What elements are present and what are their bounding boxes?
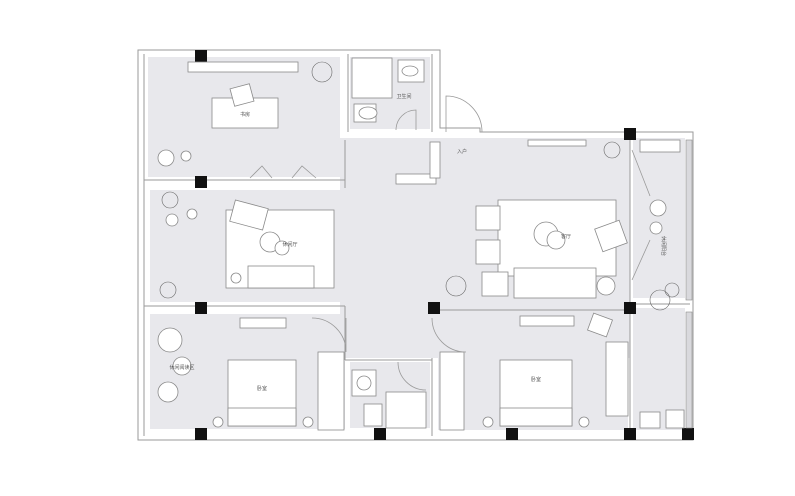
room-labels: 书房 卫生间 入户 休闲厅 客厅 休闲阳台 休闲阅读区 卧室 卧室 (169, 93, 667, 392)
bathroom-top-fixtures (351, 57, 483, 133)
entrance-cabinets (395, 139, 621, 185)
label-lounge-left: 休闲厅 (282, 241, 297, 248)
label-bedroom-left: 卧室 (257, 385, 267, 392)
label-study: 书房 (240, 111, 250, 118)
walls (137, 49, 694, 441)
balcony-right-furniture (631, 139, 693, 429)
bedroom-right-furniture (431, 312, 685, 431)
bathroom-bottom-fixtures (351, 361, 427, 429)
label-living: 客厅 (561, 233, 571, 240)
living-furniture (445, 199, 628, 299)
label-reading: 休闲阅读区 (169, 364, 194, 371)
columns (195, 50, 694, 440)
label-bathroom-top: 卫生间 (396, 93, 411, 100)
lounge-left-furniture (159, 191, 335, 299)
study-furniture (157, 61, 333, 179)
label-entrance: 入户 (457, 148, 467, 155)
label-balcony-right: 休闲阳台 (660, 236, 667, 256)
bedroom-left-furniture (157, 317, 347, 431)
label-bedroom-right: 卧室 (531, 376, 541, 383)
